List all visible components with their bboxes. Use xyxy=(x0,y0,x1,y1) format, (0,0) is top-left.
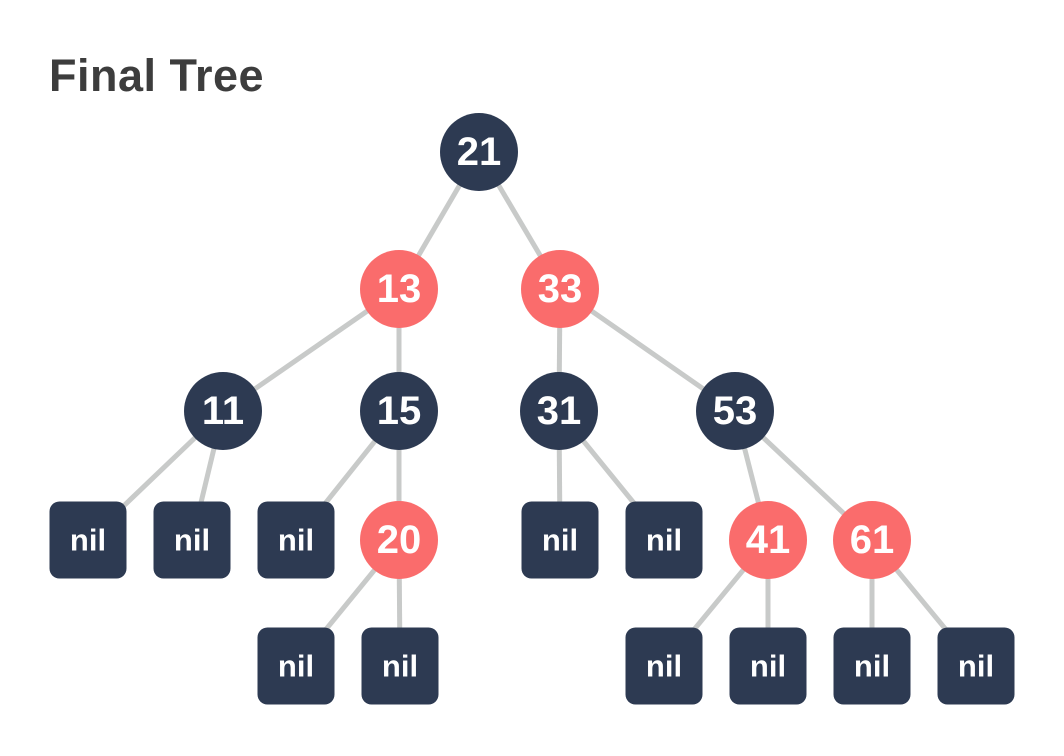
nil-leaf: nil xyxy=(937,627,1015,705)
nil-leaf: nil xyxy=(257,501,335,579)
nil-leaf: nil xyxy=(625,501,703,579)
nil-leaf: nil xyxy=(153,501,231,579)
nil-leaf: nil xyxy=(49,501,127,579)
tree-node-53: 53 xyxy=(696,372,774,450)
nil-leaf: nil xyxy=(361,627,439,705)
tree-node-31: 31 xyxy=(520,372,598,450)
nil-leaf: nil xyxy=(521,501,599,579)
tree-node-13: 13 xyxy=(360,250,438,328)
nil-leaf: nil xyxy=(729,627,807,705)
tree-node-20: 20 xyxy=(360,501,438,579)
nil-leaf: nil xyxy=(257,627,335,705)
tree-node-11: 11 xyxy=(184,372,262,450)
tree-node-41: 41 xyxy=(729,501,807,579)
tree-node-21: 21 xyxy=(440,113,518,191)
nil-leaf: nil xyxy=(833,627,911,705)
diagram-title: Final Tree xyxy=(49,50,265,101)
tree-node-15: 15 xyxy=(360,372,438,450)
tree-node-33: 33 xyxy=(521,250,599,328)
tree-node-61: 61 xyxy=(833,501,911,579)
nil-leaf: nil xyxy=(625,627,703,705)
